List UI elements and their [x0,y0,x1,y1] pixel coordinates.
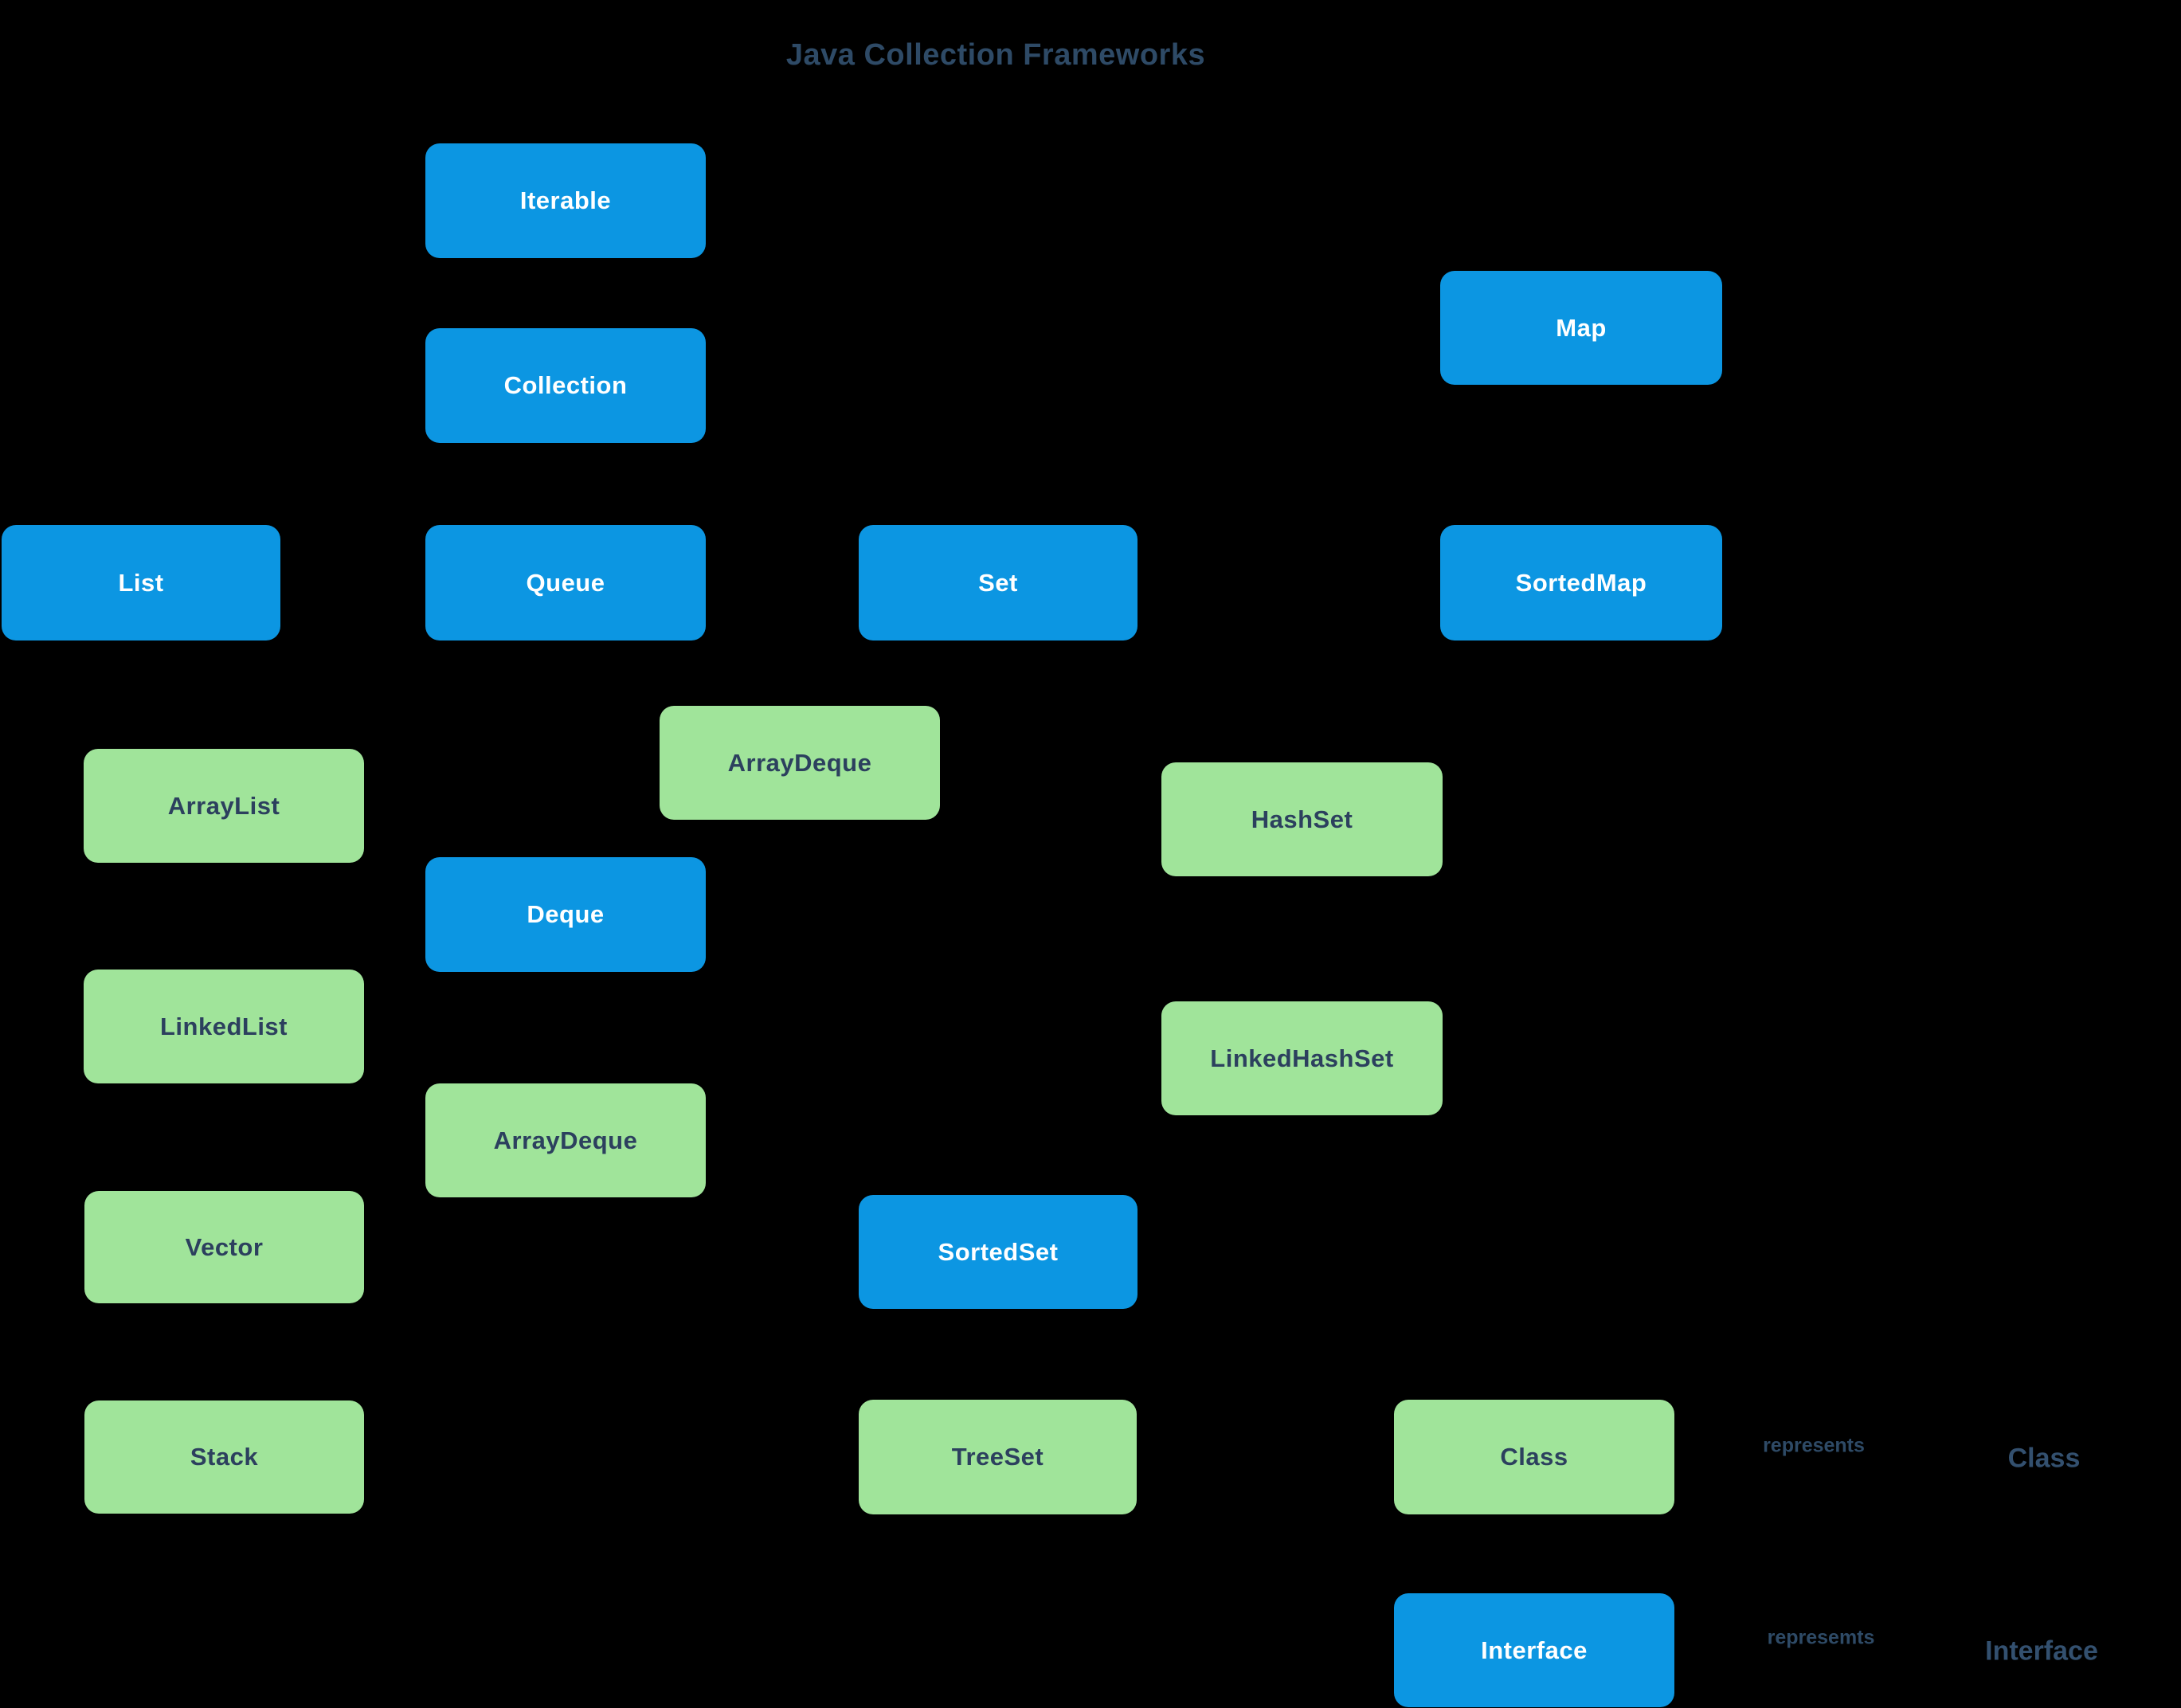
node-collection: Collection [425,328,706,443]
legend-class-target-text: Class [2007,1443,2081,1474]
legend-interface-relation-text: represemts [1767,1626,1875,1649]
node-map: Map [1440,271,1722,385]
node-queue: Queue [425,525,706,640]
node-list: List [2,525,280,640]
node-deque: Deque [425,857,706,972]
node-set: Set [859,525,1137,640]
node-arraydeque-lower: ArrayDeque [425,1083,706,1197]
node-stack: Stack [84,1400,364,1514]
node-sortedmap: SortedMap [1440,525,1722,640]
node-arraydeque-upper: ArrayDeque [660,706,940,820]
node-arraylist: ArrayList [84,749,364,863]
node-iterable: Iterable [425,143,706,258]
node-class-sample: Class [1394,1400,1674,1514]
node-linkedlist: LinkedList [84,970,364,1083]
legend-class-relation-text: represents [1763,1434,1865,1457]
node-sortedset: SortedSet [859,1195,1137,1309]
node-treeset: TreeSet [859,1400,1137,1514]
node-interface-sample: Interface [1394,1593,1674,1707]
node-linkedhashset: LinkedHashSet [1161,1001,1443,1115]
node-vector: Vector [84,1191,364,1303]
page-title: Java Collection Frameworks [785,38,1206,72]
legend-interface-target-text: Interface [1985,1636,2098,1667]
node-hashset: HashSet [1161,762,1443,876]
